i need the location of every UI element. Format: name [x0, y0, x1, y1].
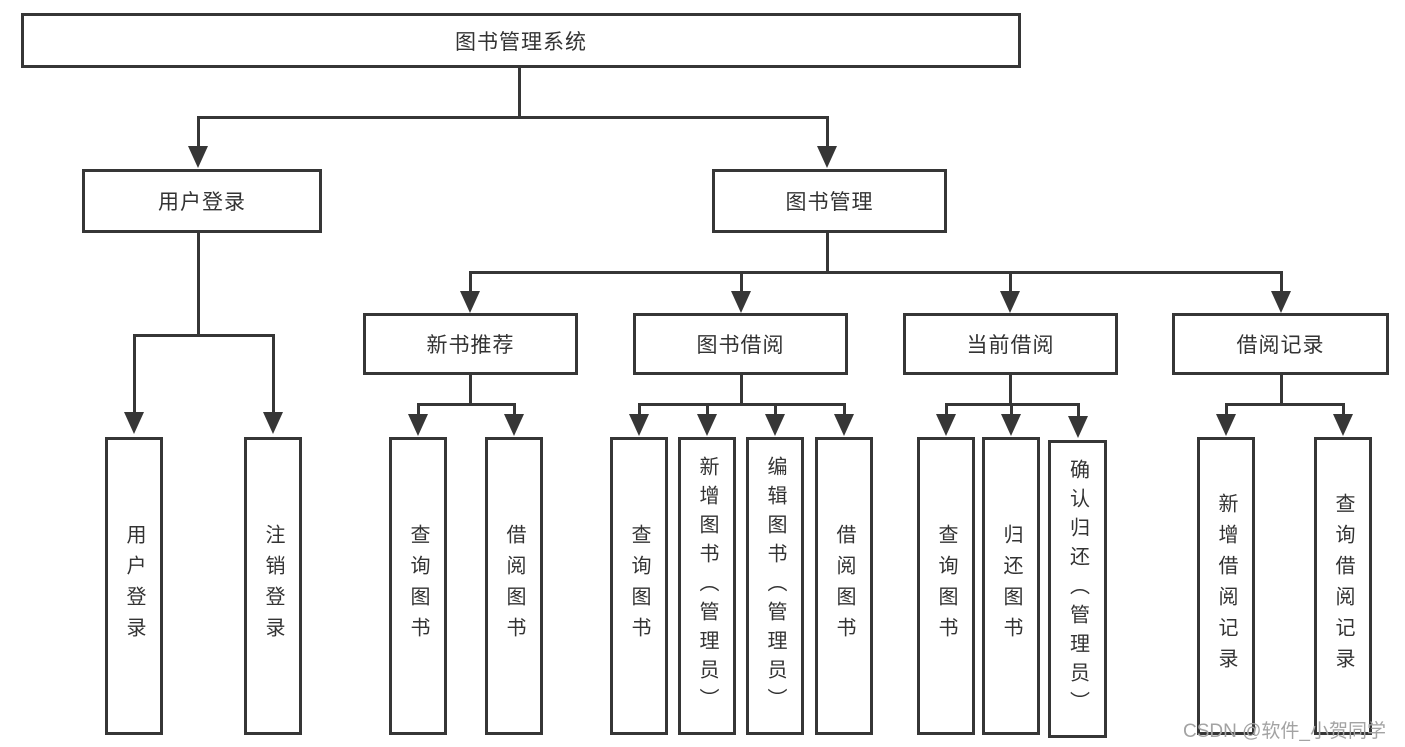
arrow-down-icon — [765, 414, 785, 436]
connector-hline — [1225, 403, 1344, 406]
node-label: 新增图书（管理员） — [696, 455, 718, 717]
leaf-borrow-books-recommend: 借阅图书 — [485, 437, 543, 735]
node-label: 查询图书 — [407, 524, 429, 648]
node-label: 用户登录 — [123, 524, 145, 648]
leaf-query-books-current: 查询图书 — [917, 437, 975, 735]
leaf-return-books: 归还图书 — [982, 437, 1040, 735]
node-new-book-recommend: 新书推荐 — [363, 313, 578, 375]
leaf-add-borrow-record: 新增借阅记录 — [1197, 437, 1255, 735]
leaf-borrow-books-borrowing: 借阅图书 — [815, 437, 873, 735]
connector-vline — [740, 375, 743, 406]
connector-vline — [197, 233, 200, 337]
node-label: 编辑图书（管理员） — [764, 455, 786, 717]
node-label: 借阅图书 — [833, 524, 855, 648]
connector-vline — [469, 375, 472, 406]
connector-vline — [1225, 403, 1228, 416]
node-book-management-system: 图书管理系统 — [21, 13, 1021, 68]
arrow-down-icon — [1271, 291, 1291, 313]
connector-vline — [826, 233, 829, 272]
node-label: 图书管理系统 — [455, 30, 587, 54]
node-current-borrowing: 当前借阅 — [903, 313, 1118, 375]
leaf-query-books-borrowing: 查询图书 — [610, 437, 668, 735]
connector-vline — [638, 403, 641, 416]
arrow-down-icon — [1333, 414, 1353, 436]
connector-hline — [417, 403, 515, 406]
connector-hline — [638, 403, 845, 406]
node-label: 借阅记录 — [1236, 334, 1325, 357]
arrow-down-icon — [697, 414, 717, 436]
connector-vline — [843, 403, 846, 416]
leaf-confirm-return-admin: 确认归还（管理员） — [1048, 440, 1107, 738]
arrow-down-icon — [460, 291, 480, 313]
node-label: 图书借阅 — [696, 334, 785, 357]
connector-vline — [513, 403, 516, 416]
node-user-login: 用户登录 — [82, 169, 322, 233]
arrow-down-icon — [1000, 291, 1020, 313]
connector-vline — [272, 334, 275, 412]
node-label: 新书推荐 — [426, 334, 515, 357]
node-label: 新增借阅记录 — [1215, 493, 1237, 679]
node-label: 归还图书 — [1000, 524, 1022, 648]
arrow-down-icon — [1068, 416, 1088, 438]
leaf-add-books-admin: 新增图书（管理员） — [678, 437, 736, 735]
arrow-down-icon — [408, 414, 428, 436]
node-label: 借阅图书 — [503, 524, 525, 648]
leaf-query-books-recommend: 查询图书 — [389, 437, 447, 735]
connector-vline — [197, 116, 200, 149]
connector-hline — [197, 116, 829, 119]
node-label: 图书管理 — [785, 191, 874, 214]
node-label: 用户登录 — [158, 191, 246, 214]
connector-hline — [469, 271, 1282, 274]
leaf-query-borrow-record: 查询借阅记录 — [1314, 437, 1372, 735]
node-book-management: 图书管理 — [712, 169, 947, 233]
connector-vline — [1342, 403, 1345, 416]
node-label: 确认归还（管理员） — [1066, 458, 1089, 720]
connector-vline — [1009, 271, 1012, 292]
connector-vline — [469, 271, 472, 292]
node-label: 当前借阅 — [966, 334, 1055, 357]
connector-vline — [1010, 403, 1013, 416]
arrow-down-icon — [629, 414, 649, 436]
connector-vline — [706, 403, 709, 416]
node-label: 查询图书 — [935, 524, 957, 648]
connector-vline — [774, 403, 777, 416]
arrow-down-icon — [834, 414, 854, 436]
arrow-down-icon — [1216, 414, 1236, 436]
node-borrowing-records: 借阅记录 — [1172, 313, 1389, 375]
leaf-user-login: 用户登录 — [105, 437, 163, 735]
arrow-down-icon — [936, 414, 956, 436]
arrow-down-icon — [731, 291, 751, 313]
connector-vline — [518, 68, 521, 117]
connector-vline — [1009, 375, 1012, 406]
leaf-logout: 注销登录 — [244, 437, 302, 735]
arrow-down-icon — [504, 414, 524, 436]
connector-vline — [740, 271, 743, 292]
connector-hline — [133, 334, 275, 337]
arrow-down-icon — [124, 412, 144, 434]
node-label: 查询借阅记录 — [1332, 493, 1354, 679]
arrow-down-icon — [817, 146, 837, 168]
connector-vline — [1280, 271, 1283, 292]
connector-vline — [133, 334, 136, 412]
connector-vline — [1280, 375, 1283, 406]
connector-vline — [945, 403, 948, 416]
connector-vline — [1077, 403, 1080, 416]
node-label: 注销登录 — [262, 524, 284, 648]
connector-vline — [826, 116, 829, 149]
csdn-watermark: CSDN @软件_小贺同学 — [1183, 721, 1386, 742]
arrow-down-icon — [1001, 414, 1021, 436]
arrow-down-icon — [263, 412, 283, 434]
leaf-edit-books-admin: 编辑图书（管理员） — [746, 437, 804, 735]
node-label: 查询图书 — [628, 524, 650, 648]
connector-vline — [417, 403, 420, 416]
node-book-borrowing: 图书借阅 — [633, 313, 848, 375]
arrow-down-icon — [188, 146, 208, 168]
